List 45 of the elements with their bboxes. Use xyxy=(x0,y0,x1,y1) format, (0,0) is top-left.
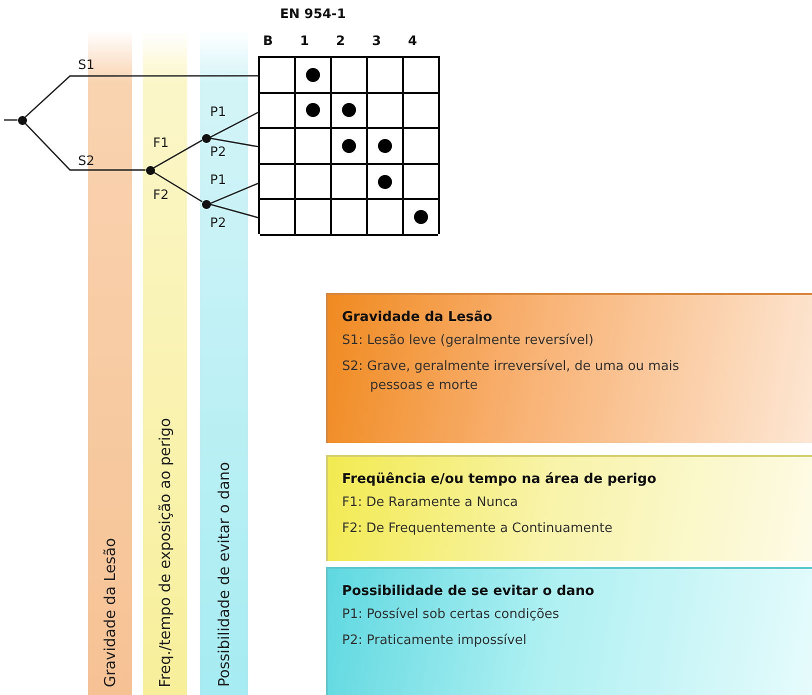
branch-line xyxy=(210,182,260,204)
legend-item: S2: Grave, geralmente irreversível, de uma ou mais pessoas e morte xyxy=(342,358,680,395)
legend-item: F2: De Frequentemente a Continuamente xyxy=(342,520,614,538)
avoidance-legend-panel xyxy=(326,567,812,695)
severity-legend-panel xyxy=(326,293,812,443)
grid-row xyxy=(260,200,438,236)
branch-line xyxy=(153,172,203,202)
legend-item: F1: De Raramente a Nunca xyxy=(342,494,519,512)
legend-item: P2: Praticamente impossível xyxy=(342,632,528,650)
edge-label: P2 xyxy=(210,145,226,160)
edge-label: P1 xyxy=(210,173,226,188)
category-grid xyxy=(258,56,440,234)
band-label: Gravidade da Lesão xyxy=(101,538,119,687)
edge-label: P1 xyxy=(210,105,226,120)
edge-label: F1 xyxy=(153,136,169,151)
legend-item: S1: Lesão leve (geralmente reversível) xyxy=(342,332,595,350)
band-label: Freq./tempo de exposição ao perigo xyxy=(156,418,174,687)
junction-dot xyxy=(18,116,26,124)
legend-item: P1: Possível sob certas condições xyxy=(342,606,560,624)
grid-row xyxy=(260,129,438,165)
table-title: EN 954-1 xyxy=(280,7,346,22)
edge-label: S2 xyxy=(78,154,95,169)
grid-row xyxy=(260,94,438,130)
edge-label: P2 xyxy=(210,216,226,231)
branch-line xyxy=(154,140,202,168)
legend-heading: Gravidade da Lesão xyxy=(342,309,494,325)
edge-label: F2 xyxy=(153,188,169,203)
branch-line xyxy=(210,110,260,138)
branch-line xyxy=(210,204,260,219)
column-header: 3 xyxy=(372,34,382,49)
column-header: 2 xyxy=(336,34,346,49)
branch-line xyxy=(210,138,260,148)
branch-line xyxy=(4,119,18,121)
column-header: 1 xyxy=(300,34,310,49)
branch-line xyxy=(24,75,260,118)
column-header: B xyxy=(263,34,273,49)
band-label: Possibilidade de evitar o dano xyxy=(215,462,233,687)
legend-heading: Freqüência e/ou tempo na área de perigo xyxy=(342,471,658,487)
frequency-legend-panel xyxy=(326,455,812,561)
branch-line xyxy=(24,122,146,171)
column-header: 4 xyxy=(408,34,418,49)
legend-heading: Possibilidade de se evitar o dano xyxy=(342,583,596,599)
edge-label: S1 xyxy=(78,58,95,73)
grid-row xyxy=(260,58,438,94)
grid-row xyxy=(260,164,438,200)
